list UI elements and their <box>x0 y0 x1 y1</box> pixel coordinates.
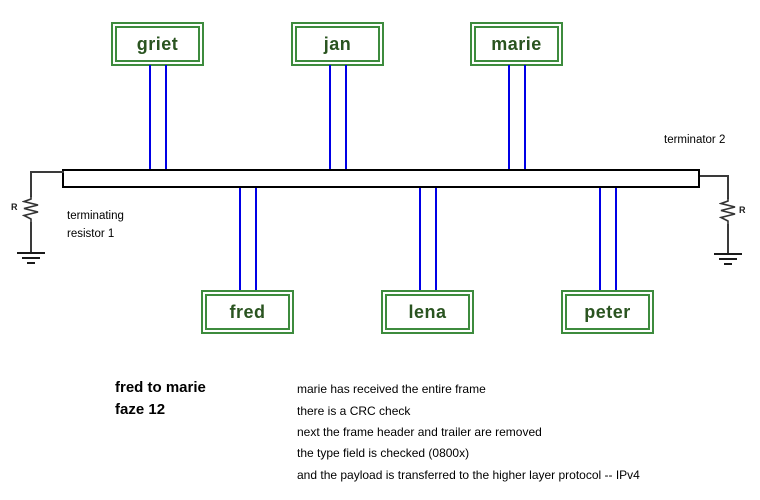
left-terminator-wire-lower <box>30 222 32 253</box>
drop-cable-jan <box>329 65 347 169</box>
right-terminator-caption: terminator 2 <box>664 134 726 146</box>
drop-cable-marie <box>508 65 526 169</box>
node-griet-label: griet <box>136 33 179 54</box>
node-peter: peter <box>561 290 654 334</box>
node-griet: griet <box>111 22 204 66</box>
left-terminator-caption-line2: resistor 1 <box>67 228 115 240</box>
left-resistor-icon <box>22 196 40 223</box>
right-resistor-r-label: R <box>739 205 746 215</box>
annotation-line-4: the type field is checked (0800x) <box>297 446 470 460</box>
right-ground-icon <box>713 252 743 267</box>
annotation-heading-transfer: fred to marie <box>115 379 206 396</box>
annotation-line-3: next the frame header and trailer are re… <box>297 425 542 439</box>
left-terminator-wire-horizontal <box>30 171 64 173</box>
drop-cable-lena <box>419 188 437 290</box>
left-terminator-caption: terminating resistor 1 <box>67 207 124 243</box>
annotation-heading-phase: faze 12 <box>115 401 166 418</box>
node-griet-inner-border: griet <box>115 26 200 62</box>
drop-cable-griet <box>149 65 167 169</box>
right-terminator-wire-upper <box>727 175 729 199</box>
node-jan-label: jan <box>323 33 352 54</box>
node-lena: lena <box>381 290 474 334</box>
annotation-line-5: and the payload is transferred to the hi… <box>297 468 640 482</box>
node-marie: marie <box>470 22 563 66</box>
node-fred-inner-border: fred <box>205 294 290 330</box>
node-fred: fred <box>201 290 294 334</box>
right-resistor-icon <box>719 198 737 225</box>
annotation-line-1: marie has received the entire frame <box>297 382 486 396</box>
node-lena-inner-border: lena <box>385 294 470 330</box>
node-peter-inner-border: peter <box>565 294 650 330</box>
left-terminator-caption-line1: terminating <box>67 210 124 222</box>
drop-cable-peter <box>599 188 617 290</box>
node-jan-inner-border: jan <box>295 26 380 62</box>
annotation-line-2: there is a CRC check <box>297 404 411 418</box>
node-peter-label: peter <box>584 301 631 322</box>
right-terminator-wire-lower <box>727 224 729 253</box>
left-terminator-wire-upper <box>30 171 32 197</box>
right-terminator-wire-horizontal <box>700 175 729 177</box>
left-ground-icon <box>16 251 46 266</box>
bus-cable <box>62 169 700 188</box>
node-jan: jan <box>291 22 384 66</box>
left-resistor-r-label: R <box>11 202 18 212</box>
node-lena-label: lena <box>408 301 447 322</box>
node-marie-label: marie <box>491 33 542 54</box>
node-fred-label: fred <box>229 301 266 322</box>
drop-cable-fred <box>239 188 257 290</box>
node-marie-inner-border: marie <box>474 26 559 62</box>
